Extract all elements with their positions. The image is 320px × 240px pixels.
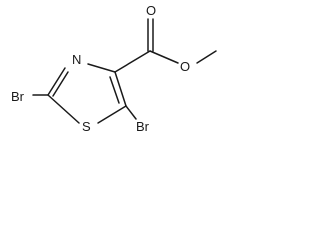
bromine-atom-right: Br [136,119,150,134]
molecule-structure: Br N S Br O O [11,3,217,134]
ester-oxygen-atom: O [180,59,190,74]
bond-c2-n3-double-outer [47,67,66,96]
bond-n3-c4 [87,63,116,73]
bond-c2-n3-double-inner [52,71,69,97]
bond-carbonyl-c-ester-o [149,50,179,64]
bond-c4-c5-double-inner [109,76,120,104]
sulfur-atom: S [82,119,91,134]
bond-s1-c2 [47,94,80,124]
bond-c4-c5-double-outer [114,71,127,107]
bond-c5-br [125,105,137,120]
bond-ester-o-methyl [196,50,217,64]
nitrogen-atom: N [72,52,81,67]
carbonyl-oxygen-atom: O [146,3,156,18]
bromine-atom-left: Br [11,89,25,104]
bond-c5-s1 [97,105,127,124]
bond-c4-carbonyl-c [114,50,151,73]
